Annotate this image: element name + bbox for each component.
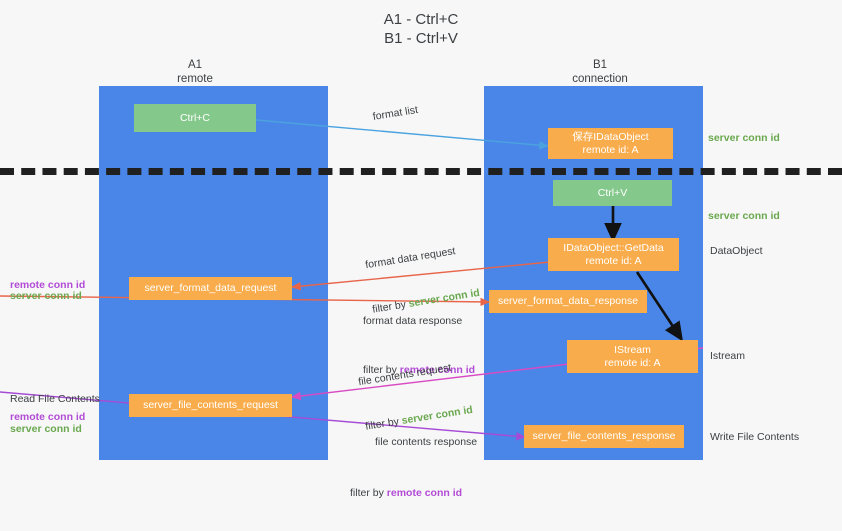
- node-save-idataobject-line1: 保存IDataObject: [572, 130, 649, 143]
- filter-value-remote-conn-id: remote conn id: [399, 364, 476, 376]
- node-ctrl-c[interactable]: Ctrl+C: [134, 104, 256, 132]
- node-server-file-contents-request-label: server_file_contents_request: [143, 399, 278, 411]
- column-header-left-name: A1: [187, 59, 203, 71]
- phase-divider: [0, 168, 842, 175]
- diagram-title-line2: B1 - Ctrl+V: [384, 30, 458, 47]
- filter-prefix: filter by: [363, 364, 400, 376]
- node-server-format-data-request-label: server_format_data_request: [144, 282, 277, 294]
- node-idataobject-getdata[interactable]: IDataObject::GetData remote id: A: [548, 238, 679, 271]
- node-server-file-contents-request[interactable]: server_file_contents_request: [129, 394, 292, 417]
- filter-value-remote-conn-id: remote conn id: [386, 487, 463, 499]
- node-server-format-data-response-label: server_format_data_response: [497, 295, 639, 307]
- annotation-server-conn-id-second: server conn id: [708, 210, 780, 222]
- annotation-left-low-server-conn-id: server conn id: [10, 423, 82, 435]
- node-save-idataobject-line2: remote id: A: [582, 143, 639, 156]
- filter-prefix: filter by: [350, 487, 387, 499]
- edge-label-format-data-response-line1: format data response: [363, 315, 463, 327]
- node-save-idataobject[interactable]: 保存IDataObject remote id: A: [548, 128, 673, 159]
- diagram-title-line1: A1 - Ctrl+C: [383, 11, 459, 28]
- edge-label-file-contents-response-filter: filter by remote conn id: [350, 486, 477, 501]
- annotation-read-file-contents: Read File Contents: [10, 393, 100, 405]
- node-istream-line1: IStream: [614, 343, 651, 356]
- column-header-left-role: remote: [177, 73, 213, 85]
- node-istream-line2: remote id: A: [604, 356, 661, 369]
- annotation-left-low-remote-conn-id: remote conn id: [10, 411, 86, 423]
- diagram-canvas: A1 - Ctrl+C B1 - Ctrl+V A1 remote B1 con…: [0, 11, 842, 499]
- edge-label-format-data-response-filter: filter by remote conn id: [363, 363, 475, 378]
- edge-label-format-data-request-line1: format data request: [364, 245, 457, 272]
- annotation-server-conn-id-top: server conn id: [708, 132, 780, 144]
- node-idataobject-getdata-line2: remote id: A: [585, 254, 642, 267]
- annotation-write-file-contents: Write File Contents: [710, 431, 800, 443]
- node-idataobject-getdata-line1: IDataObject::GetData: [563, 241, 664, 254]
- node-ctrl-v-label: Ctrl+V: [597, 186, 628, 199]
- node-ctrl-v[interactable]: Ctrl+V: [553, 180, 672, 206]
- column-header-right-role: connection: [572, 73, 628, 85]
- edge-label-file-contents-request-line1: file contents request: [357, 361, 453, 389]
- node-server-format-data-response[interactable]: server_format_data_response: [489, 290, 647, 313]
- node-istream[interactable]: IStream remote id: A: [567, 340, 698, 373]
- column-header-right-name: B1: [592, 59, 608, 71]
- node-server-format-data-request[interactable]: server_format_data_request: [129, 277, 292, 300]
- annotation-dataobject: DataObject: [710, 245, 763, 257]
- edge-label-file-contents-response-line1: file contents response: [375, 436, 478, 448]
- node-server-file-contents-response-label: server_file_contents_response: [532, 430, 676, 442]
- node-server-file-contents-response[interactable]: server_file_contents_response: [524, 425, 684, 448]
- annotation-left-mid-server-conn-id: server conn id: [10, 290, 82, 302]
- node-ctrl-c-label: Ctrl+C: [179, 111, 211, 124]
- edge-label-format-list: format list: [371, 103, 419, 123]
- annotation-istream: Istream: [710, 350, 746, 362]
- annotation-left-mid-remote-conn-id: remote conn id: [10, 279, 86, 291]
